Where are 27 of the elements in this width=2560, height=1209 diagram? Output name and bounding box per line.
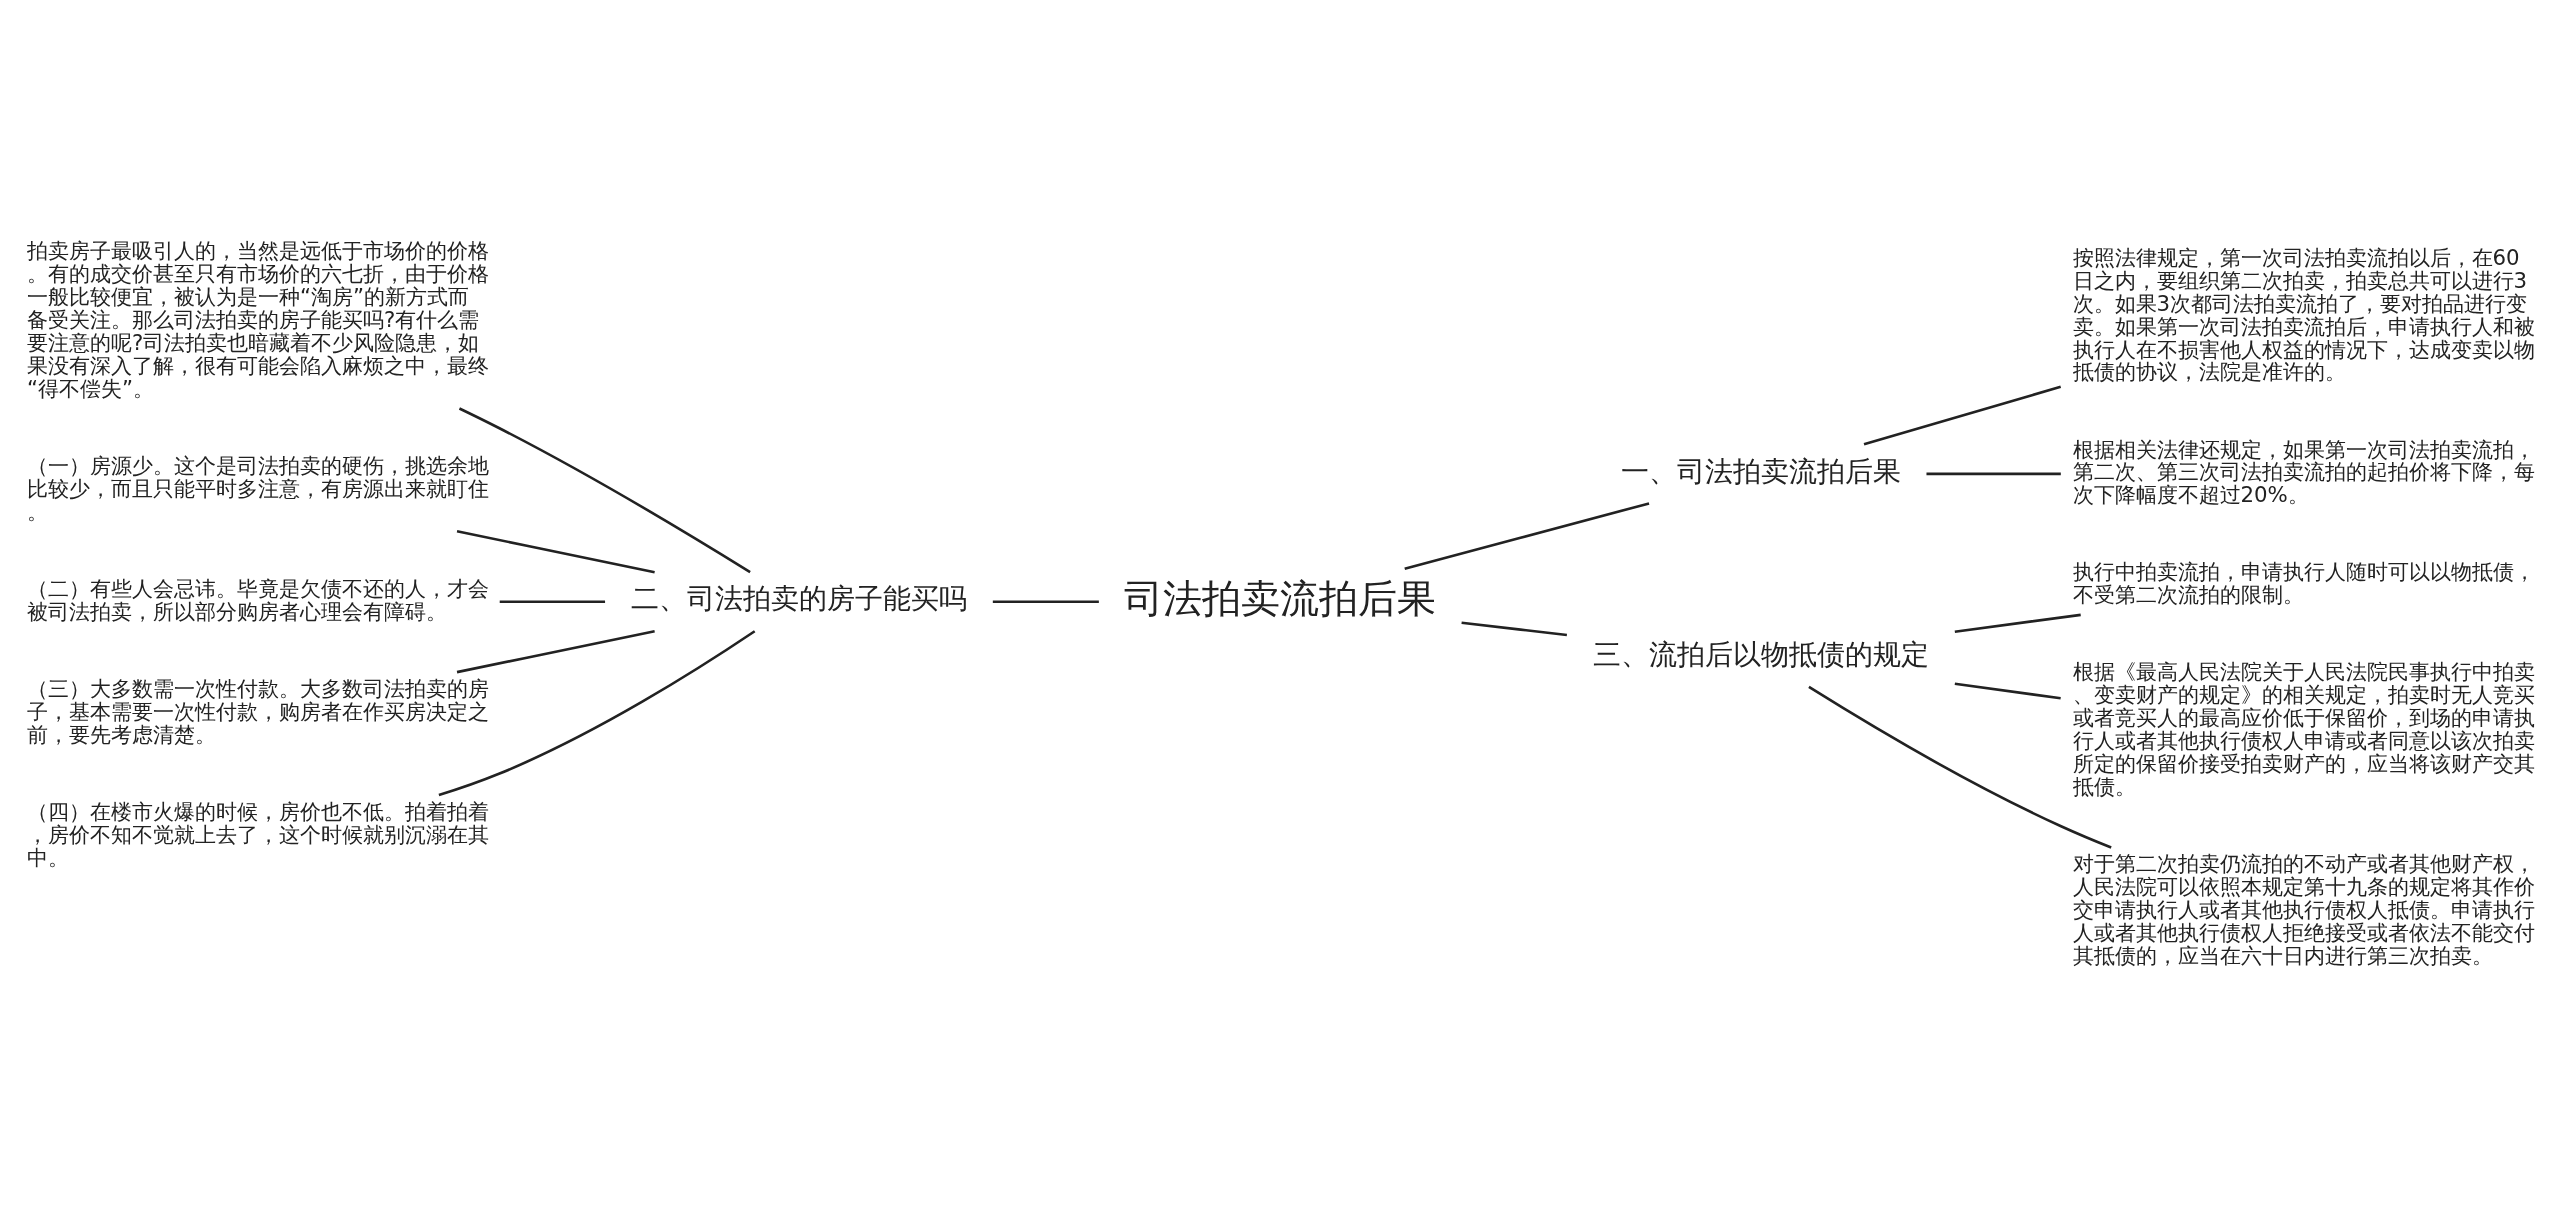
node-text: 三、流拍后以物抵债的规定 xyxy=(1593,637,1930,671)
node-text: 二、司法拍卖的房子能买吗 xyxy=(630,581,967,615)
connector xyxy=(1404,501,1650,570)
node-text: 按照法律规定，第一次司法拍卖流拍以后，在60日之内，要组织第二次拍卖，拍卖总共可以进行3次。如果3次都司法拍卖流拍了，要对拍品进行变卖。如果第一次司法拍卖流拍后，申请执行人和被执行人在不损害他人权益的情况下，达成变卖以物抵债的协议，法院是准许的。 xyxy=(2072,244,2535,384)
node-text: 拍卖房子最吸引人的，当然是远低于市场价的价格。有的成交价甚至只有市场价的六七折，由于价格一般比较便宜，被认为是一种“淘房”的新方式而备受关注。那么司法拍卖的房子能买吗?有什么需要注意的呢?司法拍卖也暗藏着不少风险隐患，如果没有深入了解，很有可能会陷入麻烦之中，最终“得不偿失”。 xyxy=(26,237,489,401)
connector xyxy=(438,629,756,796)
connector xyxy=(1954,613,2081,633)
connector xyxy=(1863,385,2062,446)
connector xyxy=(1808,685,2112,849)
node-text: 执行中拍卖流拍，申请执行人随时可以以物抵债，不受第二次流拍的限制。 xyxy=(2072,558,2535,607)
node-text: （二）有些人会忌讳。毕竟是欠债不还的人，才会被司法拍卖，所以部分购房者心理会有障碍。 xyxy=(26,575,489,624)
connector xyxy=(499,599,606,603)
node-text: （一）房源少。这个是司法拍卖的硬伤，挑选余地比较少，而且只能平时多注意，有房源出来就盯住。 xyxy=(26,452,489,524)
connector xyxy=(1954,682,2061,700)
node-text: 司法拍卖流拍后果 xyxy=(1124,574,1436,621)
node-text: （三）大多数需一次性付款。大多数司法拍卖的房子，基本需要一次性付款，购房者在作买房决定之前，要先考虑清楚。 xyxy=(26,675,489,747)
node-text: （四）在楼市火爆的时候，房价也不低。拍着拍着，房价不知不觉就上去了，这个时候就别沉溺在其中。 xyxy=(26,798,489,870)
connector xyxy=(1461,620,1568,636)
node-text: 一、司法拍卖流拍后果 xyxy=(1621,454,1902,488)
node-text: 根据相关法律还规定，如果第一次司法拍卖流拍，第二次、第三次司法拍卖流拍的起拍价将下降，每次下降幅度不超过20%。 xyxy=(2072,435,2535,507)
node-text: 根据《最高人民法院关于人民法院民事执行中拍卖、变卖财产的规定》的相关规定，拍卖时无人竞买或者竞买人的最高应价低于保留价，到场的申请执行人或者其他执行债权人申请或者同意以该次拍卖所定的保留价接受拍卖财产的，应当将该财产交其抵债。 xyxy=(2072,658,2535,799)
connector xyxy=(458,406,751,573)
node-text: 对于第二次拍卖仍流拍的不动产或者其他财产权，人民法院可以依照本规定第十九条的规定将其作价交申请执行人或者其他执行债权人抵债。申请执行人或者其他执行债权人拒绝接受或者依法不能交付其抵债的，应当在六十日内进行第三次拍卖。 xyxy=(2072,850,2535,968)
connector xyxy=(456,529,655,573)
connector xyxy=(456,629,655,673)
connector xyxy=(1926,472,2061,475)
connector xyxy=(992,599,1099,603)
